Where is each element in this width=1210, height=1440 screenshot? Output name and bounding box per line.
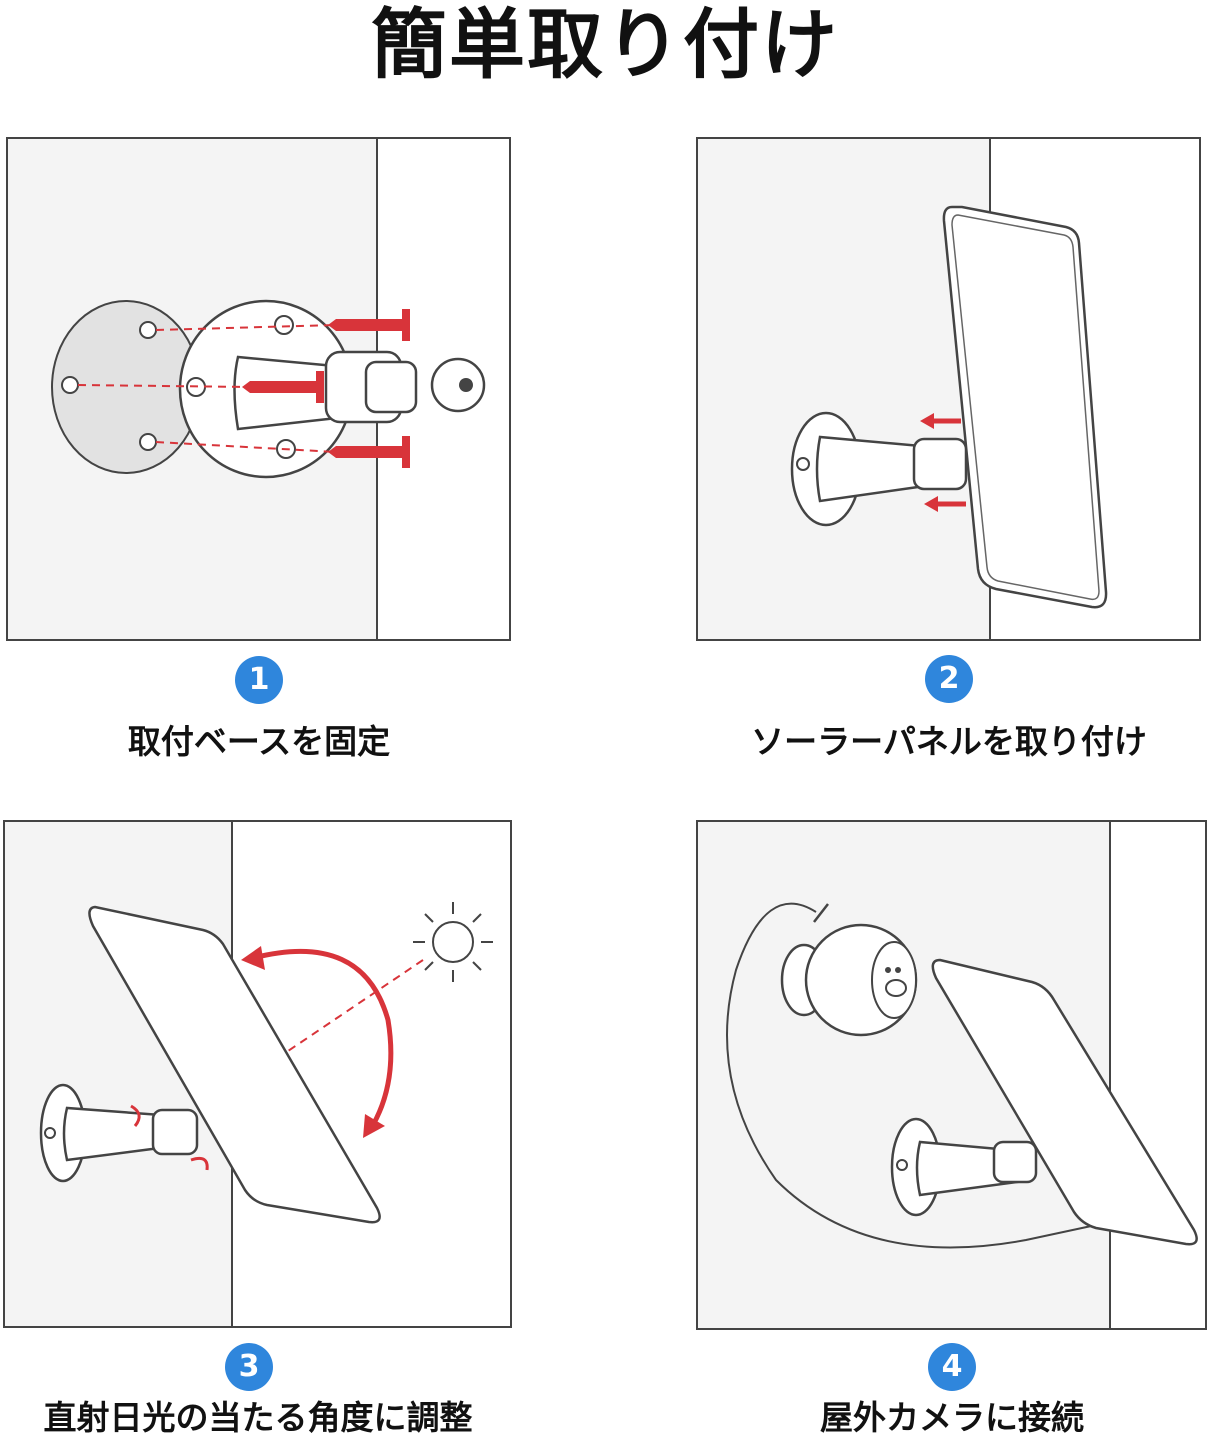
step-1-caption: 取付ベースを固定 <box>127 722 391 761</box>
step-2-illustration <box>696 137 1202 641</box>
step-4-illustration <box>696 820 1208 1330</box>
step-4-caption: 屋外カメラに接続 <box>820 1398 1084 1437</box>
step-4-badge: 4 <box>928 1343 976 1391</box>
page-title: 簡単取り付け <box>371 0 839 89</box>
step-3-caption: 直射日光の当たる角度に調整 <box>43 1398 473 1437</box>
step-2-badge: 2 <box>925 655 973 703</box>
step-3-illustration <box>3 820 513 1330</box>
step-1-illustration <box>6 137 512 641</box>
step-3-badge: 3 <box>225 1343 273 1391</box>
step-2-caption: ソーラーパネルを取り付け <box>751 722 1147 761</box>
step-1-badge: 1 <box>235 656 283 704</box>
